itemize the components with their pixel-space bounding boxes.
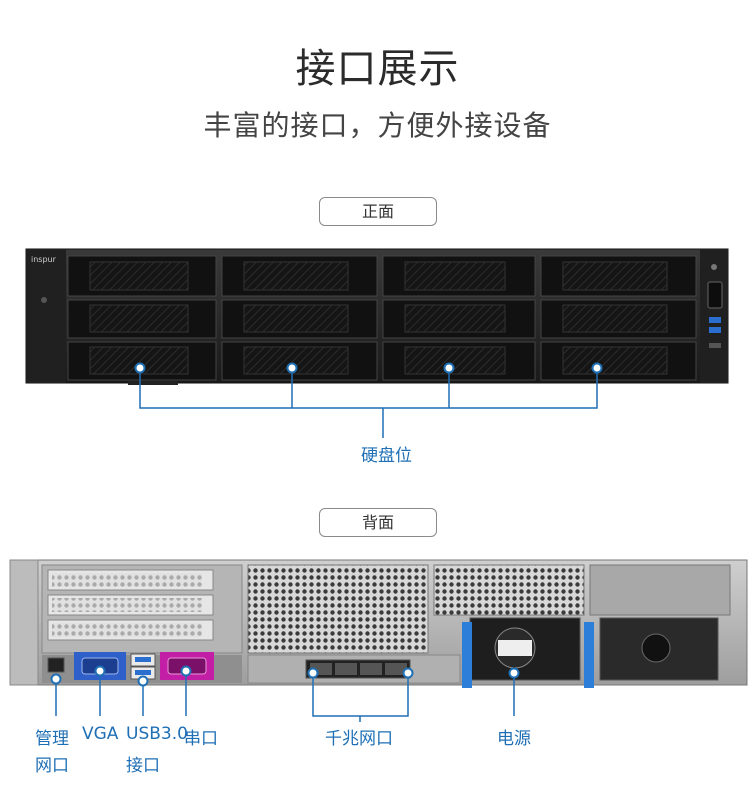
back-view-label: 背面 <box>319 508 437 537</box>
management-port-label-line1: 管理 <box>35 729 69 749</box>
rear-chassis <box>9 559 748 688</box>
management-port-label-line2: 网口 <box>35 756 69 776</box>
gigabit-ports-label: 千兆网口 <box>325 729 393 749</box>
drive-bay-callout <box>139 368 598 438</box>
drive-bays-label: 硬盘位 <box>361 446 412 466</box>
brand-logo: inspur <box>31 255 57 264</box>
usb-label-line2: 接口 <box>126 756 160 776</box>
front-led-icon <box>711 264 717 270</box>
rear-callout-dots <box>50 665 520 687</box>
front-vga-icon <box>707 281 723 309</box>
callout-dots <box>134 362 603 374</box>
page-title: 接口展示 <box>295 46 460 92</box>
power-supply-label: 电源 <box>497 729 531 749</box>
drive-bays <box>67 255 697 381</box>
front-button-icon <box>709 343 721 348</box>
front-usb-icon <box>709 327 721 333</box>
management-port-icon[interactable] <box>47 657 65 673</box>
front-chassis: inspur <box>25 248 729 385</box>
front-usb-icon <box>709 317 721 323</box>
front-view-label: 正面 <box>319 197 437 226</box>
power-led-icon <box>41 297 47 303</box>
vga-label: VGA <box>82 724 119 744</box>
psu-handle-icon[interactable] <box>584 622 594 688</box>
rear-callouts <box>55 671 515 722</box>
psu-handle-icon[interactable] <box>462 622 472 688</box>
page-subtitle: 丰富的接口，方便外接设备 <box>203 109 552 142</box>
usb-label-line1: USB3.0 <box>126 724 188 744</box>
serial-label: 串口 <box>184 729 218 749</box>
